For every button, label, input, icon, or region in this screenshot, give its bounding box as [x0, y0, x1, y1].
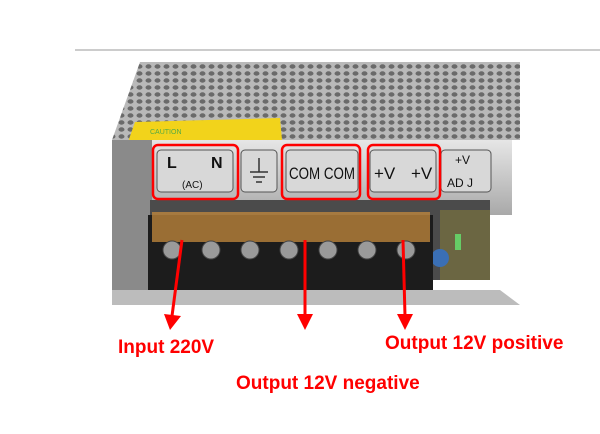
- label-adj: AD J: [447, 176, 473, 190]
- label-com: COM COM: [289, 164, 355, 183]
- arrow-positive: [401, 239, 407, 317]
- arrow-input: [170, 239, 184, 317]
- label-frames: [156, 149, 492, 193]
- label-l: L: [167, 155, 177, 172]
- arrow-heads: [164, 314, 413, 330]
- highlight-vplus: [366, 143, 442, 201]
- label-v2: +V: [411, 164, 433, 183]
- label-n: N: [211, 155, 223, 172]
- terminal-cover: [152, 212, 430, 242]
- adj-potentiometer: [431, 249, 449, 267]
- caution-sticker: [128, 118, 282, 142]
- label-adj-v: +V: [455, 153, 470, 167]
- terminal-screws: [162, 240, 416, 260]
- annotation-positive: Output 12V positive: [385, 333, 564, 354]
- bottom-rail: [112, 290, 520, 305]
- highlight-ac: [151, 143, 240, 201]
- ground-icon: [250, 158, 268, 183]
- led-indicator: [455, 234, 461, 250]
- caution-text: CAUTION: [150, 129, 182, 136]
- annotation-negative: Output 12V negative: [236, 373, 420, 394]
- annotation-input: Input 220V: [118, 337, 215, 358]
- label-ac: (AC): [182, 180, 203, 191]
- side-panel: [112, 140, 152, 290]
- highlight-com: [280, 143, 362, 201]
- label-v1: +V: [374, 164, 396, 183]
